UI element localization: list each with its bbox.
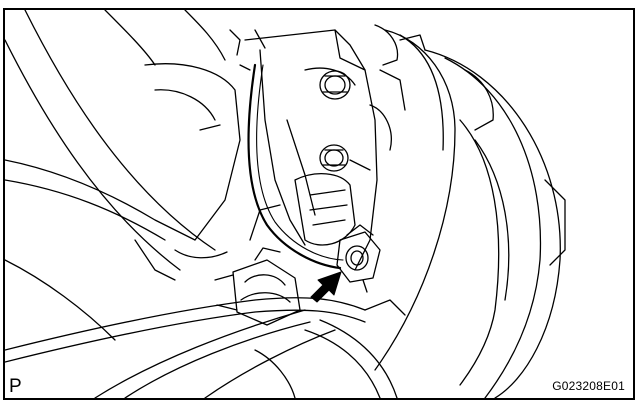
caliper-body <box>229 24 426 271</box>
lower-mounting-bolt <box>319 144 349 172</box>
brake-caliper-illustration <box>5 10 566 398</box>
upper-mounting-bolt <box>319 70 351 100</box>
figure-frame: P G023208E01 <box>3 8 635 400</box>
disc-backing-plate <box>374 29 494 371</box>
hose-clamp <box>214 247 301 326</box>
brake-disc <box>424 49 566 398</box>
steering-knuckle <box>5 10 241 281</box>
lower-linkage <box>254 299 406 398</box>
arrow-icon <box>310 271 342 303</box>
union-bolt <box>336 224 381 293</box>
sensor-wire <box>5 297 366 398</box>
tire-outline <box>5 10 216 341</box>
figure-code: G023208E01 <box>552 379 625 393</box>
corner-letter: P <box>9 376 22 397</box>
brake-hose <box>247 63 344 270</box>
